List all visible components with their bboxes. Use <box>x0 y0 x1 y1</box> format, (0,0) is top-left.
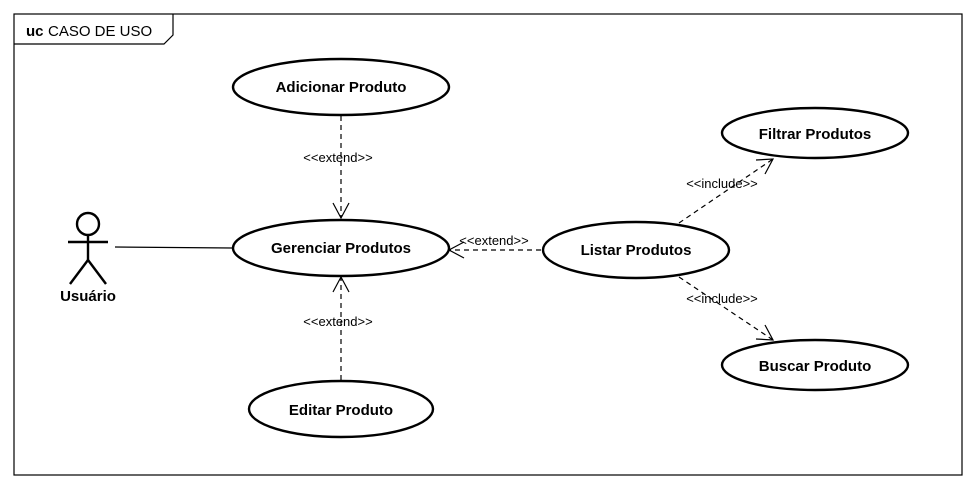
association-usuario-gerenciar <box>114 246 233 249</box>
frame-keyword: uc <box>26 23 44 40</box>
actor-right-leg <box>87 259 107 285</box>
actor-left-leg <box>69 259 89 285</box>
diagram-frame <box>13 13 963 476</box>
include-buscar-arrowhead <box>755 324 775 341</box>
extend-adicionar-label: <<extend>> <box>303 150 372 165</box>
use-case-listar-produtos[interactable]: Listar Produtos <box>541 220 731 280</box>
use-case-gerenciar-label: Gerenciar Produtos <box>271 240 411 257</box>
use-case-adicionar-produto[interactable]: Adicionar Produto <box>231 57 451 117</box>
include-buscar-label: <<include>> <box>686 291 758 306</box>
use-case-listar-ellipse <box>541 220 731 280</box>
actor-head <box>75 211 101 237</box>
use-case-listar-label: Listar Produtos <box>581 242 692 259</box>
frame-title: CASO DE USO <box>48 23 152 40</box>
use-case-gerenciar-ellipse <box>231 218 451 278</box>
extend-listar-label: <<extend>> <box>459 233 528 248</box>
include-filtrar-label: <<include>> <box>686 176 758 191</box>
include-buscar-line <box>678 276 774 341</box>
use-case-adicionar-ellipse <box>231 57 451 117</box>
use-case-filtrar-label: Filtrar Produtos <box>759 126 872 143</box>
use-case-buscar-label: Buscar Produto <box>759 358 872 375</box>
use-case-filtrar-ellipse <box>720 106 910 160</box>
include-filtrar-arrowhead <box>755 158 775 175</box>
use-case-gerenciar-produtos[interactable]: Gerenciar Produtos <box>231 218 451 278</box>
extend-editar-label: <<extend>> <box>303 314 372 329</box>
frame-tab <box>14 14 174 45</box>
use-case-adicionar-label: Adicionar Produto <box>276 79 407 96</box>
use-case-buscar-produto[interactable]: Buscar Produto <box>720 338 910 392</box>
include-filtrar-line <box>678 158 774 224</box>
use-case-buscar-ellipse <box>720 338 910 392</box>
use-case-editar-produto[interactable]: Editar Produto <box>247 379 435 439</box>
actor-label: Usuário <box>60 288 116 305</box>
extend-adicionar-arrowhead <box>332 202 350 220</box>
use-case-editar-ellipse <box>247 379 435 439</box>
use-case-filtrar-produtos[interactable]: Filtrar Produtos <box>720 106 910 160</box>
actor-usuario[interactable]: Usuário <box>60 211 116 305</box>
use-case-editar-label: Editar Produto <box>289 402 393 419</box>
